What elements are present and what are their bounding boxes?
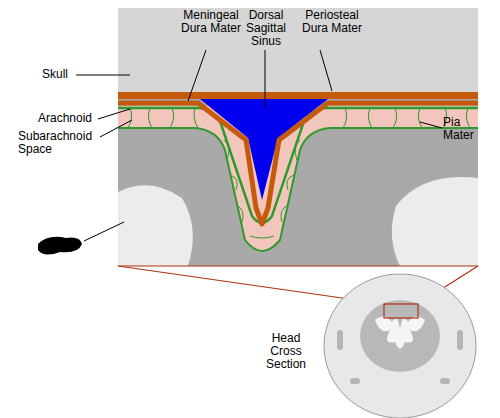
unlabeled-blob — [38, 237, 82, 255]
white-matter — [118, 185, 193, 266]
trabecula — [393, 108, 397, 128]
structure-label: Dorsal Sagittal Sinus — [238, 9, 294, 48]
brain-section — [360, 300, 440, 372]
structure-label: Periosteal Dura Mater — [300, 9, 364, 35]
head-structure — [457, 330, 463, 350]
periosteal-dura — [118, 92, 478, 99]
structure-label: Meningeal Dura Mater — [180, 9, 242, 35]
head-structure — [337, 330, 343, 350]
trabecula — [250, 236, 274, 238]
structure-label: Head Cross Section — [258, 332, 314, 371]
leader-line — [320, 50, 332, 91]
pia-mater — [118, 128, 478, 251]
structure-label: Subarachnoid Space — [18, 130, 102, 156]
structure-label: Pia Mater — [443, 116, 483, 142]
white-matter — [392, 177, 478, 266]
trabecula — [148, 108, 152, 128]
trabecula — [418, 108, 422, 128]
white-matter — [375, 316, 425, 348]
head-outline — [324, 274, 476, 418]
sagittal-sinus — [200, 99, 328, 200]
leader-line — [100, 120, 132, 137]
zoom-box — [384, 304, 418, 318]
structure-label: Arachnoid — [38, 112, 100, 125]
leader-line — [265, 50, 266, 108]
skull-bone — [118, 8, 478, 98]
head-structure — [440, 378, 450, 384]
leader-lines — [76, 50, 442, 241]
trabecula — [128, 108, 132, 128]
leader-line — [188, 50, 206, 101]
head-structure — [350, 378, 360, 384]
trabecula — [194, 108, 198, 128]
structure-label: Skull — [42, 68, 76, 81]
leader-line — [84, 222, 124, 241]
meningeal-dura — [118, 103, 478, 224]
trabecula — [343, 108, 347, 128]
trabecula — [466, 108, 470, 128]
trabecula — [170, 108, 174, 128]
leader-line — [420, 122, 442, 128]
leader-line — [98, 109, 130, 119]
leader-line — [76, 75, 130, 76]
zoom-line — [118, 265, 478, 266]
trabecula — [368, 108, 372, 128]
grey-matter — [118, 98, 478, 266]
